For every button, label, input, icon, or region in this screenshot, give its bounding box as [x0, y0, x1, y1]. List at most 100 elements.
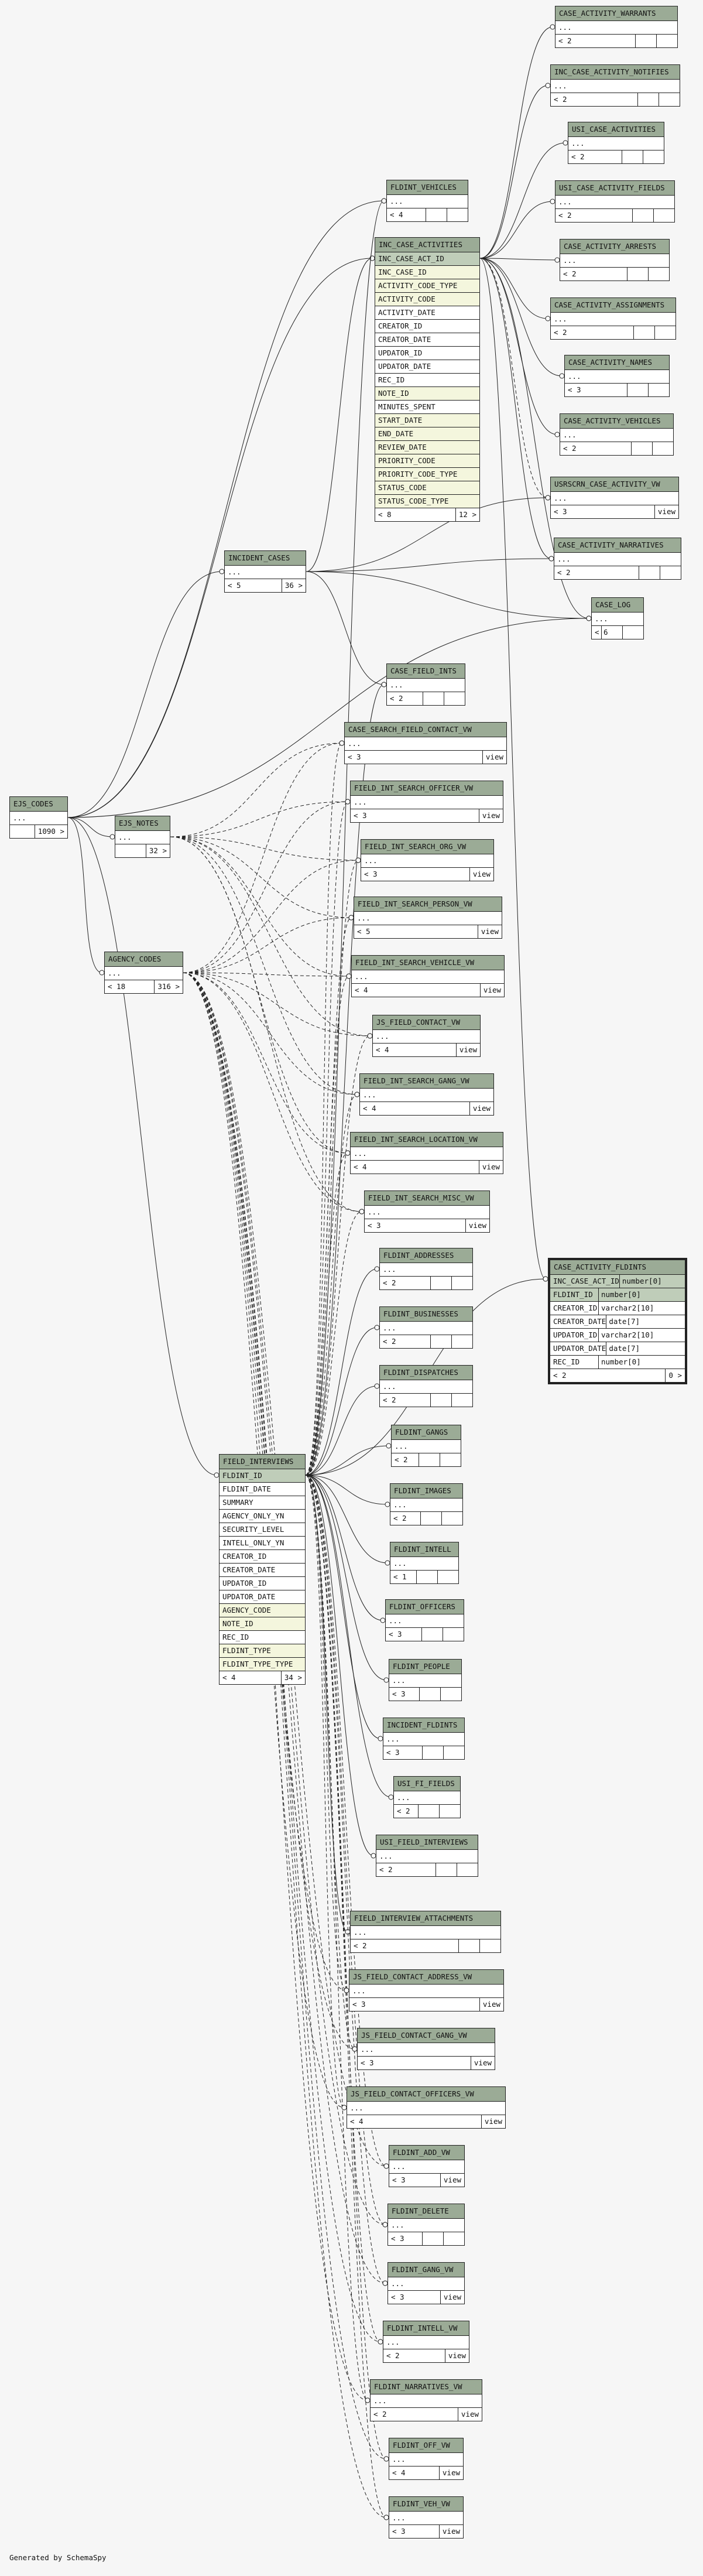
column-row[interactable]: CREATOR_DATE	[220, 1564, 305, 1577]
table-name[interactable]: EJS_CODES	[10, 797, 67, 812]
table-name[interactable]: FIELD_INT_SEARCH_PERSON_VW	[354, 897, 502, 912]
table-case-activity-vehicles[interactable]: CASE_ACTIVITY_VEHICLES...< 2	[560, 413, 674, 456]
table-fldint-gangs[interactable]: FLDINT_GANGS...< 2	[391, 1425, 461, 1467]
table-fldint-people[interactable]: FLDINT_PEOPLE...< 3	[389, 1659, 462, 1701]
column-row[interactable]: UPDATOR_DATE	[220, 1590, 305, 1604]
table-name[interactable]: EJS_NOTES	[115, 816, 170, 831]
children-count[interactable]: 316 >	[154, 980, 183, 993]
parents-count[interactable]	[115, 844, 146, 857]
table-name[interactable]: INCIDENT_CASES	[225, 551, 306, 566]
table-name[interactable]: FLDINT_DELETE	[388, 2204, 464, 2219]
parents-count[interactable]: < 2	[397, 1807, 410, 1815]
column-row[interactable]: CREATOR_DATE	[375, 333, 479, 347]
table-fldint-addresses[interactable]: FLDINT_ADDRESSES...< 2	[379, 1248, 473, 1290]
column-row[interactable]: PRIORITY_CODE	[375, 454, 479, 468]
column-row[interactable]: UPDATOR_ID	[375, 347, 479, 360]
table-ejs-codes[interactable]: EJS_CODES...1090 >	[9, 796, 68, 839]
column-row[interactable]: AGENCY_ONLY_YN	[220, 1510, 305, 1523]
column-row[interactable]: ACTIVITY_CODE	[375, 293, 479, 306]
column-row[interactable]: END_DATE	[375, 427, 479, 441]
table-case-log[interactable]: CASE_LOG...< 6	[591, 597, 644, 639]
column-row[interactable]: STATUS_CODE_TYPE	[375, 495, 479, 508]
table-case-activity-arrests[interactable]: CASE_ACTIVITY_ARRESTS...< 2	[560, 239, 670, 281]
table-name[interactable]: USRSCRN_CASE_ACTIVITY_VW	[551, 477, 678, 492]
parents-count[interactable]: < 2	[554, 95, 567, 104]
parents-count[interactable]: < 2	[390, 694, 403, 703]
table-name[interactable]: FLDINT_ADD_VW	[389, 2146, 464, 2160]
table-name[interactable]: FIELD_INT_SEARCH_GANG_VW	[360, 1074, 493, 1089]
table-case-activity-names[interactable]: CASE_ACTIVITY_NAMES...< 3	[564, 355, 670, 397]
parents-count[interactable]: < 3	[392, 2527, 406, 2536]
table-name[interactable]: USI_FIELD_INTERVIEWS	[376, 1835, 478, 1850]
parents-count[interactable]: < 4	[392, 2468, 406, 2477]
parents-count[interactable]: < 5	[357, 927, 371, 936]
table-case-activity-assignments[interactable]: CASE_ACTIVITY_ASSIGNMENTS...< 2	[550, 297, 676, 340]
table-name[interactable]: CASE_ACTIVITY_VEHICLES	[560, 414, 673, 429]
table-name[interactable]: FLDINT_NARRATIVES_VW	[371, 2380, 482, 2394]
table-name[interactable]: AGENCY_CODES	[105, 952, 183, 967]
column-row[interactable]: NOTE_ID	[220, 1617, 305, 1631]
parents-count[interactable]: < 2	[571, 152, 585, 161]
table-name[interactable]: INC_CASE_ACTIVITIES	[375, 238, 479, 252]
column-row[interactable]: CREATOR_ID	[220, 1550, 305, 1564]
parents-count[interactable]: < 2	[558, 211, 572, 220]
table-name[interactable]: FLDINT_OFF_VW	[389, 2438, 463, 2453]
column-row[interactable]: REVIEW_DATE	[375, 441, 479, 454]
table-name[interactable]: JS_FIELD_CONTACT_OFFICERS_VW	[347, 2087, 505, 2102]
column-row[interactable]: SECURITY_LEVEL	[220, 1523, 305, 1537]
table-name[interactable]: FLDINT_INTELL_VW	[383, 2321, 469, 2336]
table-name[interactable]: FLDINT_GANGS	[392, 1425, 461, 1440]
children-count[interactable]: 34 >	[280, 1671, 305, 1684]
table-usi-case-activity-fields[interactable]: USI_CASE_ACTIVITY_FIELDS...< 2	[555, 180, 675, 223]
table-name[interactable]: FLDINT_VEHICLES	[387, 180, 468, 195]
table-usi-case-activities[interactable]: USI_CASE_ACTIVITIES...< 2	[568, 122, 664, 164]
column-row[interactable]: ACTIVITY_DATE	[375, 306, 479, 320]
parents-count[interactable]: < 1	[393, 1572, 407, 1581]
column-row[interactable]: STATUS_CODE	[375, 481, 479, 495]
parents-count[interactable]: < 3	[364, 870, 378, 878]
table-case-activity-warrants[interactable]: CASE_ACTIVITY_WARRANTS...< 2	[555, 6, 678, 48]
table-name[interactable]: FLDINT_BUSINESSES	[380, 1307, 472, 1322]
table-name[interactable]: CASE_ACTIVITY_WARRANTS	[555, 6, 677, 21]
parents-count[interactable]: < 4	[390, 210, 403, 219]
table-name[interactable]: JS_FIELD_CONTACT_ADDRESS_VW	[349, 1970, 503, 1985]
parents-count[interactable]: < 3	[568, 385, 581, 394]
parents-count[interactable]: < 3	[348, 752, 361, 761]
parents-count[interactable]: < 3	[391, 2293, 404, 2301]
parents-count[interactable]: < 2	[395, 1455, 408, 1464]
parents-count[interactable]: < 6	[595, 628, 608, 637]
column-row[interactable]: FLDINT_DATE	[220, 1483, 305, 1496]
column-row[interactable]: UPDATOR_ID	[220, 1577, 305, 1590]
parents-count[interactable]: < 18	[108, 982, 126, 991]
column-row[interactable]: INTELL_ONLY_YN	[220, 1537, 305, 1550]
parents-count[interactable]: < 4	[350, 2117, 363, 2126]
table-name[interactable]: INC_CASE_ACTIVITY_NOTIFIES	[551, 65, 680, 80]
children-count[interactable]: 12 >	[455, 508, 479, 521]
parents-count[interactable]: < 4	[222, 1673, 236, 1682]
table-name[interactable]: USI_FI_FIELDS	[394, 1777, 460, 1791]
table-name[interactable]: CASE_ACTIVITY_FLDINTS	[550, 1260, 685, 1275]
children-count[interactable]: 0 >	[665, 1369, 685, 1382]
parents-count[interactable]: < 2	[354, 1941, 367, 1950]
children-count[interactable]: 36 >	[281, 579, 306, 592]
column-row[interactable]: UPDATOR_DATE	[375, 360, 479, 374]
table-field-interview-attachments[interactable]: FIELD_INTERVIEW_ATTACHMENTS...< 2	[350, 1911, 501, 1953]
table-inc-case-activity-notifies[interactable]: INC_CASE_ACTIVITY_NOTIFIES...< 2	[550, 64, 680, 107]
column-row[interactable]: SUMMARY	[220, 1496, 305, 1510]
